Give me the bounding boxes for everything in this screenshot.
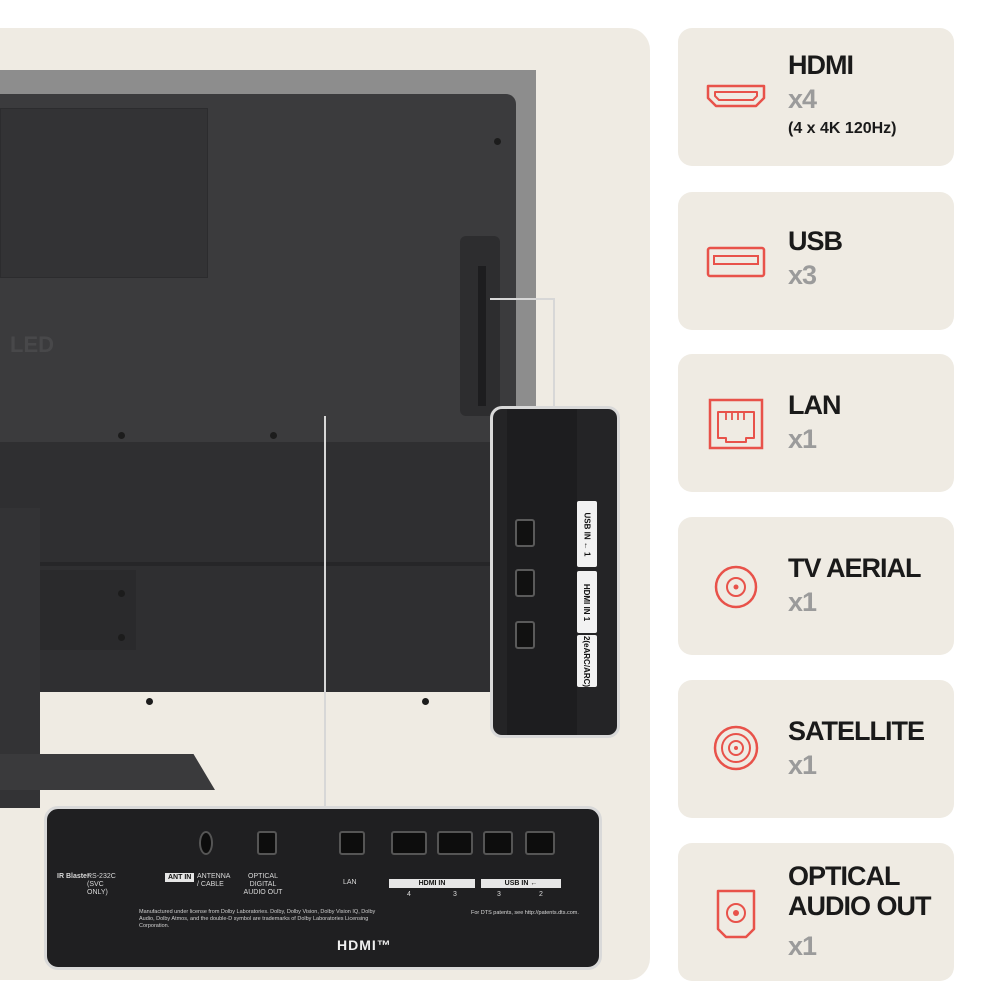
ir-blaster-label: IR Blaster — [57, 873, 90, 880]
rs232-label: RS-232C (SVC ONLY) — [87, 873, 116, 896]
screw — [118, 590, 125, 597]
dts-legal-text: For DTS patents, see http://patents.dts.… — [471, 910, 579, 916]
tv-back-upper: LED — [0, 94, 516, 442]
screw — [146, 698, 153, 705]
usb-port — [483, 831, 513, 855]
feature-count: x1 — [788, 931, 817, 961]
feature-name: SATELLITE — [788, 716, 925, 746]
feature-name: TV AERIAL — [788, 553, 921, 583]
hdmi-number: 3 — [453, 891, 457, 898]
bottom-ports-closeup: IR Blaster RS-232C (SVC ONLY) ANT IN ANT… — [44, 806, 602, 970]
feature-card-usb: USB x3 — [678, 192, 954, 330]
usb-in-label: USB IN ← — [481, 879, 561, 888]
screw — [422, 698, 429, 705]
optical-label: OPTICAL DIGITAL AUDIO OUT — [243, 873, 283, 896]
connector-line — [490, 298, 554, 300]
feature-count: x1 — [788, 587, 817, 617]
hdmi-port — [515, 621, 535, 649]
lan-label: LAN — [343, 879, 357, 886]
feature-name: LAN — [788, 390, 841, 420]
hdmi-number: 4 — [407, 891, 411, 898]
usb-port — [515, 519, 535, 547]
tv-back-logo-text: LED — [10, 332, 54, 357]
side-ports-closeup: USB IN ← 1 HDMI IN 1 2(eARC/ARC) — [490, 406, 620, 738]
feature-count: x4 — [788, 84, 817, 114]
screw — [118, 634, 125, 641]
usb-port-icon — [706, 246, 766, 278]
hdmi-port — [515, 569, 535, 597]
usb-label: USB IN ← 1 — [577, 501, 597, 567]
antenna-label: ANTENNA / CABLE — [197, 873, 231, 888]
feature-name: USB — [788, 226, 843, 256]
usb-number: 3 — [497, 891, 501, 898]
hdmi-logo: HDMI™ — [337, 937, 392, 953]
ant-in-label: ANT IN — [165, 873, 195, 882]
feature-card-tv-aerial: TV AERIAL x1 — [678, 517, 954, 655]
feature-name-line2: AUDIO OUT — [788, 891, 931, 921]
hdmi-in-label: HDMI IN — [389, 879, 475, 888]
tv-back-lower — [0, 442, 490, 705]
feature-count: x3 — [788, 260, 817, 290]
usb-number: 2 — [539, 891, 543, 898]
connector-line — [553, 298, 555, 408]
product-image-panel: LED USB IN ← 1 HDMI IN 1 2(eARC/ARC) — [0, 28, 650, 980]
feature-card-hdmi: HDMI x4 (4 x 4K 120Hz) — [678, 28, 954, 166]
optical-port — [257, 831, 277, 855]
side-port-bracket — [460, 236, 500, 416]
coaxial-port-icon — [714, 565, 758, 609]
hdmi-port — [437, 831, 473, 855]
coaxial-port — [199, 831, 213, 855]
feature-card-optical-audio-out: OPTICAL AUDIO OUT x1 — [678, 843, 954, 981]
hdmi-port — [391, 831, 427, 855]
satellite-port-icon — [713, 725, 759, 771]
lan-port-icon — [708, 398, 764, 450]
usb-port — [525, 831, 555, 855]
screw — [494, 138, 501, 145]
feature-card-satellite: SATELLITE x1 — [678, 680, 954, 818]
tv-back-plate — [0, 108, 208, 278]
feature-detail: (4 x 4K 120Hz) — [788, 120, 897, 137]
screw — [118, 432, 125, 439]
optical-port-icon — [716, 889, 756, 939]
hdmi-label: HDMI IN 1 — [577, 571, 597, 633]
screw — [270, 432, 277, 439]
hdmi-port-icon — [706, 84, 766, 108]
feature-card-lan: LAN x1 — [678, 354, 954, 492]
feature-name-line1: OPTICAL — [788, 861, 900, 891]
dolby-legal-text: Manufactured under license from Dolby La… — [139, 909, 376, 929]
feature-name: HDMI — [788, 50, 854, 80]
feature-count: x1 — [788, 424, 817, 454]
lan-port — [339, 831, 365, 855]
tv-stand-foot — [0, 754, 215, 790]
feature-count: x1 — [788, 750, 817, 780]
connector-line — [324, 416, 326, 816]
hdmi-sub-label: 2(eARC/ARC) — [577, 635, 597, 687]
